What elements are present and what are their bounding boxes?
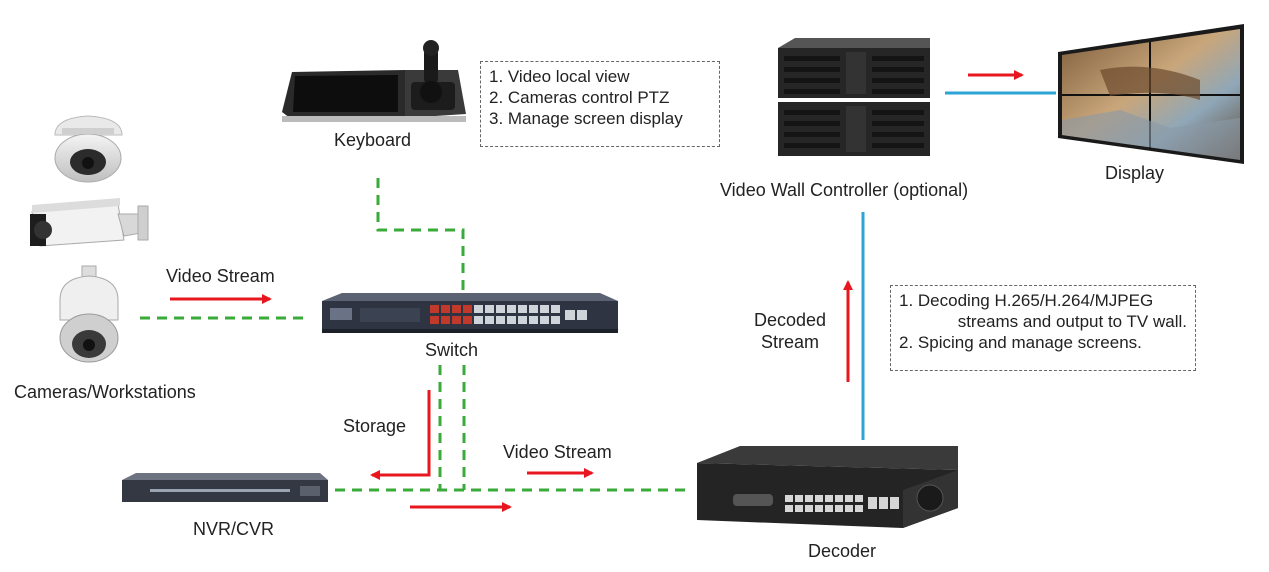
note-item: 1. Decoding H.265/H.264/MJPEG <box>899 291 1154 310</box>
port <box>795 495 803 502</box>
decoded-stream-line2: Stream <box>760 332 820 352</box>
port <box>872 132 924 137</box>
port <box>784 78 840 83</box>
port <box>845 495 853 502</box>
note-item: 2. Spicing and manage screens. <box>899 333 1142 352</box>
port <box>485 305 494 313</box>
port <box>507 305 516 313</box>
note-item: streams and output to TV wall. <box>957 312 1187 331</box>
port <box>551 305 560 313</box>
port <box>872 143 924 148</box>
nvr-device <box>122 473 328 502</box>
port <box>805 505 813 512</box>
note-item: 1. Video local view <box>489 67 630 86</box>
display-device <box>1058 24 1244 164</box>
port <box>463 305 472 313</box>
port <box>795 505 803 512</box>
port <box>784 143 840 148</box>
port <box>855 495 863 502</box>
video-links <box>861 91 1056 440</box>
port <box>872 89 924 94</box>
port <box>872 67 924 72</box>
port <box>529 316 538 324</box>
port <box>430 305 439 313</box>
port <box>784 67 840 72</box>
port <box>785 505 793 512</box>
port <box>855 505 863 512</box>
flow-arrows <box>170 70 1024 512</box>
port <box>540 305 549 313</box>
port <box>540 316 549 324</box>
switch-device <box>322 293 618 333</box>
port <box>496 305 505 313</box>
dome-camera-device <box>54 115 123 183</box>
port <box>825 505 833 512</box>
port <box>872 110 924 115</box>
display-label: Display <box>1105 163 1165 183</box>
video-stream-label-cameras: Video Stream <box>166 266 275 286</box>
port <box>835 495 843 502</box>
port <box>496 316 505 324</box>
bullet-camera-device <box>30 198 149 247</box>
port <box>805 495 813 502</box>
port <box>784 110 840 115</box>
note-item: 2. Cameras control PTZ <box>489 88 670 107</box>
keyboard-label: Keyboard <box>334 130 412 150</box>
port <box>474 305 483 313</box>
ptz-camera-device <box>59 265 119 363</box>
port <box>784 121 840 126</box>
decoder-functions-note: 1. Decoding H.265/H.264/MJPEG streams an… <box>890 285 1196 371</box>
port <box>815 495 823 502</box>
keyboard-functions-note: 1. Video local view 2. Cameras control P… <box>480 61 720 147</box>
port <box>474 316 483 324</box>
video-wall-controller-label: Video Wall Controller (optional) <box>720 180 969 200</box>
port <box>872 121 924 126</box>
note-item: 3. Manage screen display <box>489 109 683 128</box>
port <box>784 56 840 61</box>
port <box>430 316 439 324</box>
decoded-stream-line1: Decoded <box>753 310 827 330</box>
port <box>784 89 840 94</box>
network-links <box>140 178 690 492</box>
port <box>452 305 461 313</box>
nvr-label: NVR/CVR <box>193 519 275 539</box>
decoder-device <box>697 446 958 528</box>
port <box>441 305 450 313</box>
port <box>441 316 450 324</box>
switch-label: Switch <box>425 340 479 360</box>
port <box>507 316 516 324</box>
port <box>485 316 494 324</box>
decoder-label: Decoder <box>808 541 877 561</box>
port <box>890 497 899 509</box>
decoded-stream-label: Decoded Stream <box>748 309 832 353</box>
port <box>825 495 833 502</box>
arrow-storage-to-nvr <box>370 390 431 480</box>
port <box>463 316 472 324</box>
port <box>518 316 527 324</box>
port <box>784 132 840 137</box>
cameras-workstations-label: Cameras/Workstations <box>14 382 196 402</box>
port <box>551 316 560 324</box>
keyboard-device <box>282 40 466 122</box>
port <box>872 56 924 61</box>
port <box>785 495 793 502</box>
port <box>452 316 461 324</box>
video-wall-controller-device <box>778 38 930 156</box>
port <box>879 497 888 509</box>
port <box>845 505 853 512</box>
port <box>835 505 843 512</box>
port <box>565 310 575 320</box>
port <box>872 78 924 83</box>
port <box>518 305 527 313</box>
port <box>529 305 538 313</box>
port <box>868 497 877 509</box>
video-stream-label-nvr: Video Stream <box>503 442 612 462</box>
port <box>815 505 823 512</box>
port <box>577 310 587 320</box>
storage-label: Storage <box>343 416 407 436</box>
link-keyboard-switch <box>376 178 465 292</box>
